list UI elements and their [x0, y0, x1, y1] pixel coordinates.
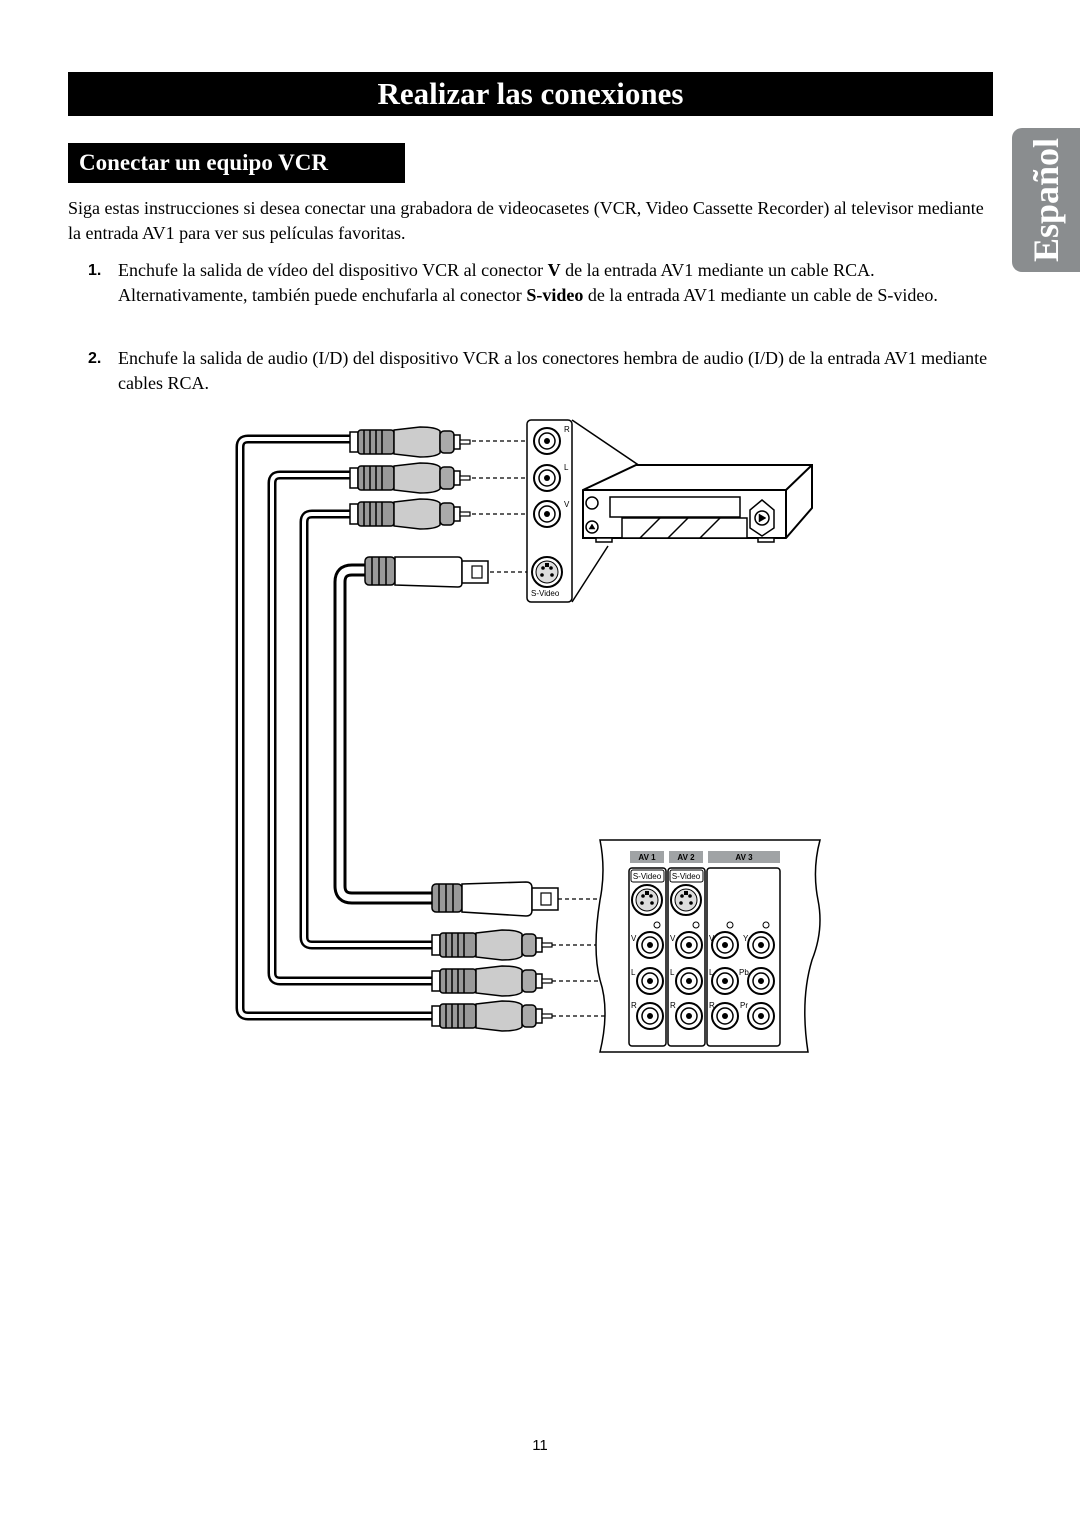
section-title: Conectar un equipo VCR: [68, 143, 405, 183]
tv-av3-label-pr: Pr: [740, 1001, 748, 1010]
step-1: 1. Enchufe la salida de vídeo del dispos…: [68, 258, 993, 308]
tv-av2-label-r: R: [670, 1001, 676, 1010]
language-tab: Español: [1012, 128, 1080, 272]
tv-av3-label-v: V: [709, 934, 715, 943]
vcr-label-r: R: [564, 425, 570, 434]
tv-av2-label-v: V: [670, 934, 676, 943]
step-text: Enchufe la salida de audio (I/D) del dis…: [118, 348, 988, 393]
svideo-plug-top: [364, 556, 489, 588]
tv-av2-label-l: L: [670, 968, 675, 977]
tv-av1-label-v: V: [631, 934, 637, 943]
step-text: Enchufe la salida de vídeo del dispositi…: [118, 260, 938, 305]
cable-bundle: [235, 434, 439, 1021]
tv-av1-label-r: R: [631, 1001, 637, 1010]
rca-plug-l-top: [349, 462, 471, 494]
step-number: 2.: [88, 350, 102, 367]
step-number: 1.: [88, 262, 102, 279]
tv-av3-label-r: R: [709, 1001, 715, 1010]
tv-av3-label-y: Y: [743, 934, 749, 943]
page-number: 11: [532, 1437, 548, 1454]
vcr-label-v: V: [564, 500, 570, 509]
tv-av1-label-l: L: [631, 968, 636, 977]
intro-paragraph: Siga estas instrucciones si desea conect…: [68, 198, 984, 243]
tv-label-svideo-av1: S-Video: [633, 872, 662, 881]
rca-plug-l-bottom: [431, 965, 553, 997]
vcr-device: [582, 464, 813, 543]
step-2: 2. Enchufe la salida de audio (I/D) del …: [68, 346, 993, 396]
page-title: Realizar las conexiones: [68, 72, 993, 116]
rca-plug-v-bottom: [431, 929, 553, 961]
tv-rear-panel: AV 1 AV 2 AV 3 S-Video S-Video V L R: [595, 839, 821, 1053]
rca-plug-v-top: [349, 498, 471, 530]
language-tab-label: Español: [1026, 137, 1066, 263]
vcr-rear-panel: R L V S-Video: [526, 419, 641, 603]
connection-diagram: R L V S-Video AV 1 AV 2 AV 3: [235, 419, 821, 1053]
tv-label-svideo-av2: S-Video: [672, 872, 701, 881]
svideo-plug-bottom: [431, 881, 559, 917]
tv-tab-av3: AV 3: [735, 853, 753, 862]
rca-plug-r-top: [349, 426, 471, 458]
tv-av3-label-l: L: [709, 968, 714, 977]
tv-tab-av2: AV 2: [677, 853, 695, 862]
vcr-label-l: L: [564, 463, 569, 472]
vcr-label-svideo: S-Video: [531, 589, 560, 598]
tv-av3-label-pb: Pb: [739, 968, 749, 977]
rca-plug-r-bottom: [431, 1000, 553, 1032]
tv-tab-av1: AV 1: [638, 853, 656, 862]
